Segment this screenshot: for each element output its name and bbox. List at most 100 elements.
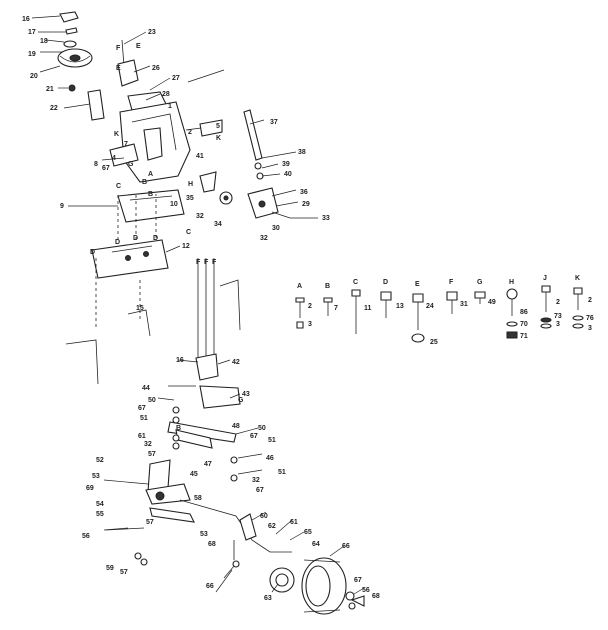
callout-67-b: 67 <box>250 433 258 440</box>
hardware-letter-c: C <box>353 279 358 286</box>
callout-2-b: 2 <box>556 299 560 306</box>
callout-68-b: 68 <box>372 593 380 600</box>
linkage-rod-group <box>219 109 291 219</box>
hardware-letter-d: D <box>383 279 388 286</box>
callout-7-b: 7 <box>334 305 338 312</box>
mark-d-4: D <box>90 249 95 256</box>
callout-47: 47 <box>204 461 212 468</box>
mark-f: F <box>116 45 121 52</box>
callout-61: 61 <box>138 433 146 440</box>
callout-32: 32 <box>196 213 204 220</box>
callout-5: 5 <box>216 123 220 130</box>
callout-76: 76 <box>586 315 594 322</box>
mark-f-3: F <box>212 259 217 266</box>
callout-67: 67 <box>138 405 146 412</box>
callout-45: 45 <box>190 471 198 478</box>
mark-k: K <box>114 131 119 138</box>
callout-67-d: 67 <box>354 577 362 584</box>
callout-29: 29 <box>302 201 310 208</box>
callout-53-b: 53 <box>200 531 208 538</box>
callout-50: 50 <box>148 397 156 404</box>
callout-63: 63 <box>264 595 272 602</box>
callout-67-c: 67 <box>256 487 264 494</box>
callout-20: 20 <box>30 73 38 80</box>
callout-54: 54 <box>96 501 104 508</box>
callout-55: 55 <box>96 511 104 518</box>
callout-19: 19 <box>28 51 36 58</box>
callout-26: 26 <box>152 65 160 72</box>
callout-61-b: 61 <box>290 519 298 526</box>
callout-43: 43 <box>242 391 250 398</box>
wheel-assembly-group <box>232 513 365 615</box>
mark-b: B <box>142 179 147 186</box>
callout-66: 66 <box>342 543 350 550</box>
callout-7: 7 <box>124 141 128 148</box>
leader-lines <box>31 15 365 595</box>
hardware-letter-b: B <box>325 283 330 290</box>
mark-c-1: C <box>116 183 121 190</box>
callout-57-b: 57 <box>146 519 154 526</box>
callout-37: 37 <box>270 119 278 126</box>
mark-k-2: K <box>216 135 221 142</box>
mark-e: E <box>116 65 121 72</box>
callout-58: 58 <box>194 495 202 502</box>
hardware-letter-a: A <box>297 283 302 290</box>
mark-c-2: C <box>186 229 191 236</box>
mark-e-2: E <box>136 43 141 50</box>
callout-23: 23 <box>148 29 156 36</box>
letter-labels: A B C D E F G H J K E F K G A B H C C D … <box>90 43 580 432</box>
sector-bracket-group <box>65 258 241 409</box>
callout-59: 59 <box>106 565 114 572</box>
callout-57-c: 57 <box>120 569 128 576</box>
callout-71: 71 <box>520 333 528 340</box>
hardware-row-group <box>295 285 584 343</box>
callout-2-c: 2 <box>588 297 592 304</box>
callout-44: 44 <box>142 385 150 392</box>
callout-41: 41 <box>196 153 204 160</box>
hardware-letter-j: J <box>543 275 547 282</box>
callout-13: 13 <box>396 303 404 310</box>
steering-column-group <box>101 39 225 193</box>
callout-33: 33 <box>322 215 330 222</box>
callout-3-c: 3 <box>588 325 592 332</box>
callout-67-e: 67 <box>102 165 110 172</box>
callout-17: 17 <box>28 29 36 36</box>
callout-86: 86 <box>520 309 528 316</box>
mark-f-2: F <box>204 259 209 266</box>
mark-a: A <box>148 171 153 178</box>
callout-18: 18 <box>40 38 48 45</box>
mark-h: H <box>188 181 193 188</box>
callout-70: 70 <box>520 321 528 328</box>
mark-g: G <box>128 161 134 168</box>
mark-d-2: D <box>133 235 138 242</box>
callout-28: 28 <box>162 91 170 98</box>
steering-cap-group <box>57 11 105 121</box>
callout-56: 56 <box>82 533 90 540</box>
callout-10: 10 <box>170 201 178 208</box>
callout-53: 53 <box>92 473 100 480</box>
callout-48: 48 <box>232 423 240 430</box>
callout-21: 21 <box>46 86 54 93</box>
callout-68: 68 <box>208 541 216 548</box>
mark-f-1: F <box>196 259 201 266</box>
callout-50-b: 50 <box>258 425 266 432</box>
callout-11: 11 <box>364 305 372 312</box>
callout-66-b: 66 <box>206 583 214 590</box>
hardware-letter-f: F <box>449 279 454 286</box>
callout-numbers: 16 17 18 19 20 21 22 23 26 27 28 1 5 37 … <box>22 16 594 602</box>
mark-b-2: B <box>176 425 181 432</box>
callout-25: 25 <box>430 339 438 346</box>
callout-64: 64 <box>312 541 320 548</box>
callout-57: 57 <box>148 451 156 458</box>
callout-51-c: 51 <box>278 469 286 476</box>
callout-42: 42 <box>232 359 240 366</box>
callout-24: 24 <box>426 303 434 310</box>
callout-49: 49 <box>488 299 496 306</box>
callout-40: 40 <box>284 171 292 178</box>
callout-16-b: 16 <box>176 357 184 364</box>
callout-32-b: 32 <box>260 235 268 242</box>
callout-51-b: 51 <box>268 437 276 444</box>
mark-d-1: D <box>115 239 120 246</box>
callout-46: 46 <box>266 455 274 462</box>
